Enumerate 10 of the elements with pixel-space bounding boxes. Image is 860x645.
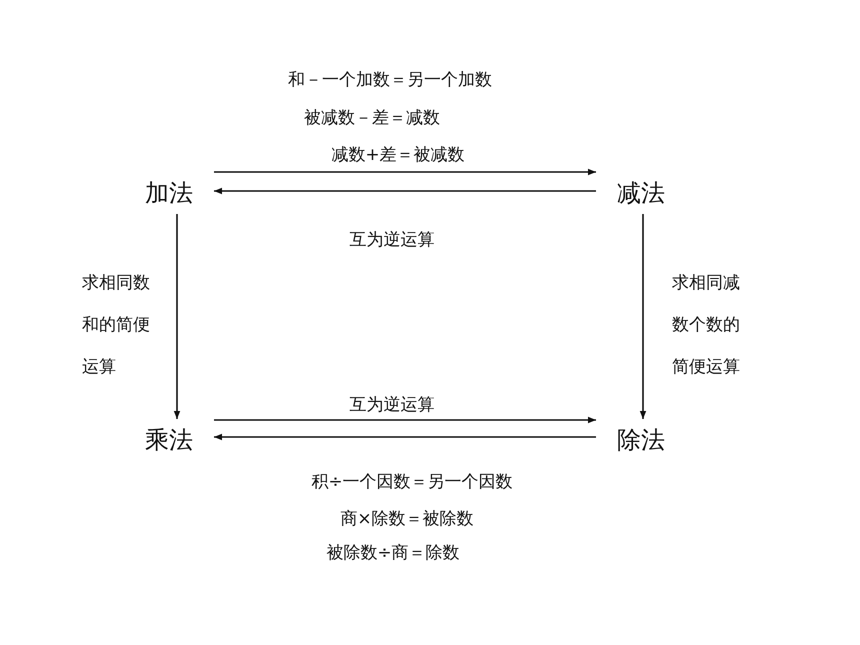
arrow (214, 168, 596, 176)
operation-label: 加法 (140, 176, 198, 210)
operation-label: 减法 (612, 176, 670, 210)
arrow (640, 214, 646, 419)
operation-label: 乘法 (140, 423, 198, 457)
arrow (214, 188, 596, 194)
arrow (214, 434, 596, 440)
arrow (174, 214, 180, 419)
operation-label: 除法 (612, 423, 670, 457)
arrow (214, 416, 596, 424)
